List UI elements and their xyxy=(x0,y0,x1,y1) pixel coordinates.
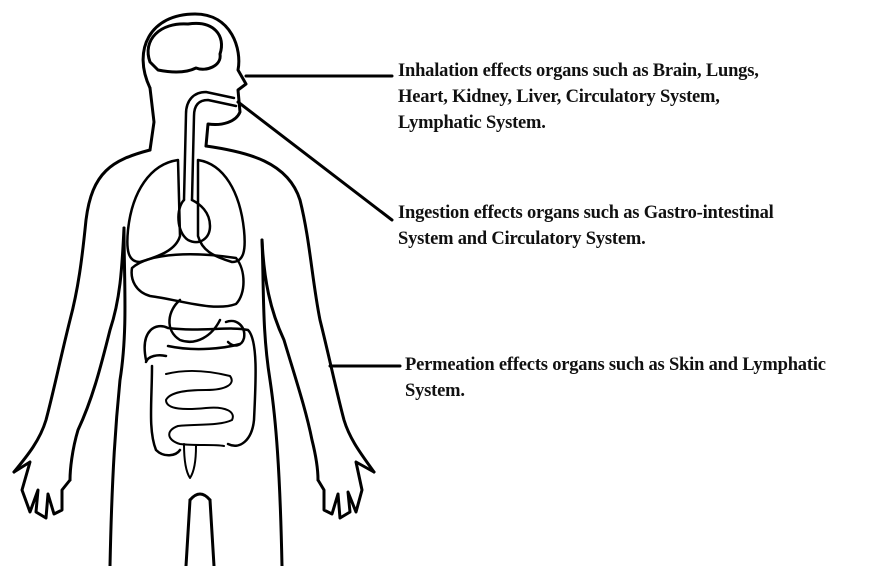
permeation-annotation: Permeation effects organs such as Skin a… xyxy=(405,352,826,404)
torso-left-side xyxy=(110,228,125,566)
crotch xyxy=(190,494,210,500)
ingestion-line-1: Ingestion effects organs such as Gastro-… xyxy=(398,200,774,226)
right-arm-inner xyxy=(262,240,318,480)
left-lung xyxy=(127,160,180,262)
ingestion-line-2: System and Circulatory System. xyxy=(398,226,774,252)
lungs xyxy=(127,160,244,262)
neck-back xyxy=(150,88,154,150)
left-hand xyxy=(14,462,70,518)
heart xyxy=(178,200,210,242)
torso-right-side xyxy=(262,240,282,566)
inhalation-line-1: Inhalation effects organs such as Brain,… xyxy=(398,58,759,84)
ingestion-annotation: Ingestion effects organs such as Gastro-… xyxy=(398,200,774,252)
small-intestine xyxy=(166,371,233,478)
leader-lines xyxy=(238,76,400,366)
leg-inner-right xyxy=(210,500,214,566)
inhalation-line-2: Heart, Kidney, Liver, Circulatory System… xyxy=(398,84,759,110)
brain xyxy=(148,23,221,72)
right-arm-outer xyxy=(206,146,374,472)
kidney xyxy=(226,321,244,346)
right-hand xyxy=(318,462,374,518)
permeation-line-1: Permeation effects organs such as Skin a… xyxy=(405,352,826,378)
permeation-line-2: System. xyxy=(405,378,826,404)
inhalation-line-3: Lymphatic System. xyxy=(398,110,759,136)
inhalation-annotation: Inhalation effects organs such as Brain,… xyxy=(398,58,759,136)
leg-inner-left xyxy=(186,500,190,566)
